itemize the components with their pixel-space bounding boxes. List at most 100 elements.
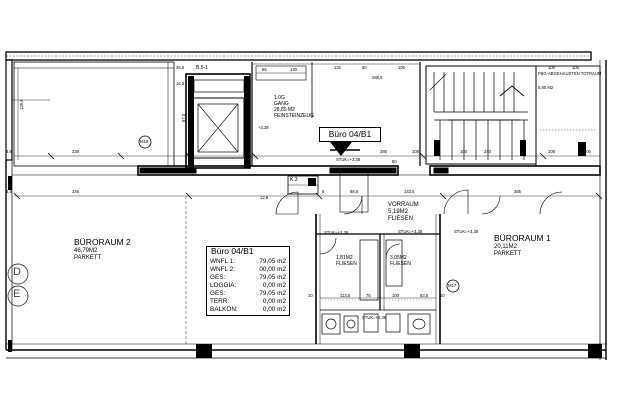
dim-top-4: 105 (398, 65, 405, 70)
k3-block (287, 175, 319, 195)
bueroraum2-name: BÜRORAUM 2 (74, 237, 131, 247)
top-wall (5, 51, 592, 61)
unit-key: WNFL 1: (210, 258, 235, 265)
staircase (425, 65, 537, 165)
unit-title: Büro 04/B1 (211, 246, 254, 256)
unit-value: 79,05 m2 (259, 258, 286, 265)
door-swings (275, 189, 563, 259)
dim-misc-1: 65 (262, 67, 267, 72)
gang-name: GANG (274, 101, 289, 107)
unit-row: GES: 79,05 m2 (210, 290, 286, 298)
dim-top-6: 105 (572, 65, 579, 70)
unit-value: 0,00 m2 (262, 306, 286, 313)
dim-mid-5: 100 (460, 149, 467, 154)
wc1-floor: FLIESEN (336, 261, 357, 267)
dim-side-4: 4,5 (6, 189, 12, 194)
gang-area: 28,89 M2 (274, 107, 295, 113)
grid-markers (138, 135, 460, 293)
unit-key: TERR: (210, 298, 230, 305)
dim-top-2: 60 (362, 65, 367, 70)
m17-marker: M17 (448, 283, 457, 288)
unit-row: WNFL 2: 00,00 m2 (210, 266, 286, 274)
unit-row: BALKON: 0,00 m2 (210, 306, 286, 314)
unit-key: WNFL 2: (210, 266, 235, 273)
vorraum-name: VORRAUM (388, 202, 419, 208)
d-marker: D (13, 266, 21, 278)
unit-value: 0,00 m2 (262, 298, 286, 305)
dim-top-5: 100 (548, 65, 555, 70)
corridor-wall (12, 165, 601, 176)
dim-mid-8: 100 (584, 149, 591, 154)
vorraum-floor: FLIESEN (388, 216, 414, 222)
totraum-area: 5,85 M2 (538, 85, 554, 90)
totraum-name: FBG-ABGEHAUSTEN TOTRAUM (538, 71, 602, 76)
dim-low-1: 346 (72, 189, 79, 194)
dim-mid-1: 338 (72, 149, 79, 154)
dim-low-2: 143,5 (404, 189, 415, 194)
m18-marker: M18 (140, 139, 149, 144)
elevator-shaft (185, 73, 251, 169)
unit-key: GES: (210, 290, 226, 297)
dim-side-1: 129,5 (19, 99, 24, 110)
unit-row: GES: 79,05 m2 (210, 274, 286, 282)
unit-value: 79,05 m2 (259, 274, 286, 281)
dim-mid-7: 108 (548, 149, 555, 154)
fixtures (321, 313, 431, 335)
dim-misc-4: 16,5 (176, 81, 185, 86)
dim-misc-3: 26,5 (176, 65, 185, 70)
dim-wc-4: 83,5 (420, 293, 429, 298)
dim-wc-1: 113,5 (340, 293, 351, 298)
unit-key: BALKON: (210, 306, 238, 313)
outer-walls (5, 59, 607, 360)
dimension-ticks (13, 152, 603, 200)
e-marker: E (13, 288, 21, 300)
section-markers (7, 263, 29, 307)
dim-mid-6: 240 (484, 149, 491, 154)
unit-summary: Büro 04/B1 WNFL 1: 79,05 m2 WNFL 2: 00,0… (206, 246, 290, 316)
unit-row: WNFL 1: 79,05 m2 (210, 258, 286, 266)
stuk-d: STUK=+3,38 (362, 315, 387, 320)
bueroraum2-area: 46,79M2 (74, 248, 98, 254)
dim-top-3: 288,5 (372, 75, 383, 80)
unit-row: TERR: 0,00 m2 (210, 298, 286, 306)
dim-top-1: 132 (334, 65, 341, 70)
dimension-lines (14, 63, 601, 344)
dim-mid-3: 108 (412, 149, 419, 154)
k3-label: K.3 (290, 177, 298, 183)
dim-wc-2: 75 (366, 293, 371, 298)
unit-value: 00,00 m2 (259, 266, 286, 273)
bueroraum2-floor: PARKETT (74, 255, 102, 261)
entrance-arrow (330, 142, 352, 156)
unit-value: 79,05 m2 (259, 290, 286, 297)
level-small: +3,38 (258, 125, 269, 130)
dim-wc-6: 10 (440, 293, 445, 298)
dim-mid-2: 285 (380, 149, 387, 154)
unit-key: GES: (210, 274, 226, 281)
bueroraum1-area: 20,11M2 (494, 244, 517, 250)
bottom-walls (6, 343, 606, 359)
wet-rooms (315, 167, 441, 344)
dim-wc-3: 100 (392, 293, 399, 298)
wc1-area: 1,81M2 (336, 255, 353, 261)
dim-low-5: 385 (514, 189, 521, 194)
unit-row: LOGGIA: 0,00 m2 (210, 282, 286, 290)
bueroraum1-floor: PARKETT (494, 251, 522, 257)
dim-wc-5: 10 (308, 293, 313, 298)
gang-floor: FEINSTEINZEUG (274, 113, 315, 119)
wc2-floor: FLIESEN (390, 261, 411, 267)
shaft-label: B.5-1 (196, 65, 208, 71)
unit-value: 0,00 m2 (262, 282, 286, 289)
totraum (535, 65, 601, 167)
stuk-level-top: STUK=+3,38 (336, 157, 361, 162)
stuk-b: STUK=+3,38 (398, 229, 423, 234)
stuk-c: STUK=+3,38 (454, 229, 479, 234)
vorraum-area: 5,19M2 (388, 209, 409, 215)
dim-side-3: 4,5 (6, 149, 12, 154)
wc2-area: 3,05M2 (390, 255, 407, 261)
dim-low-4: 5 (322, 189, 325, 194)
stuk-a: STUK=+3,38 (324, 230, 349, 235)
dim-side-2: 97,5 (181, 113, 186, 122)
bueroraum1-name: BÜRORAUM 1 (494, 233, 551, 243)
